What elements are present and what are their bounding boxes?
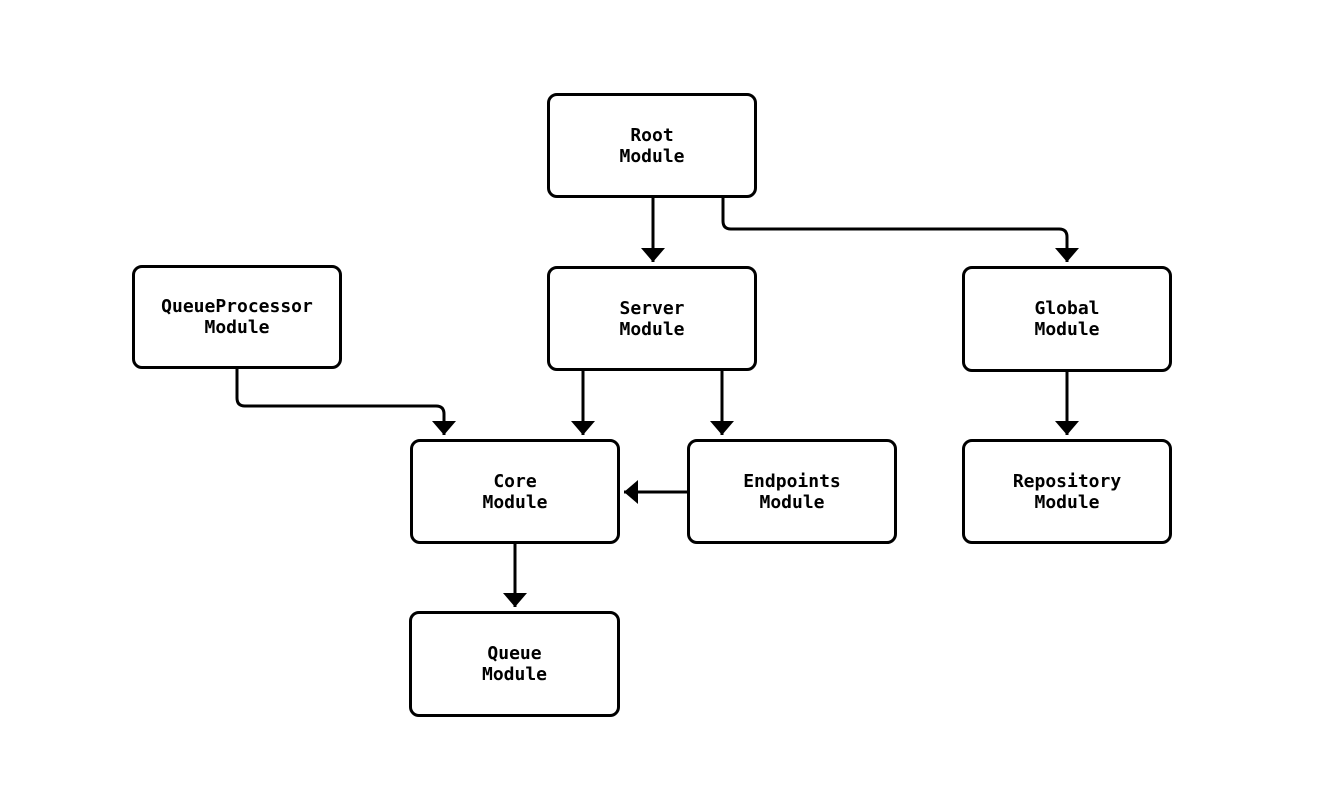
node-label-line1: Server: [619, 297, 685, 319]
edge-queueprocessor-to-core: [235, 369, 456, 435]
node-label-line2: Module: [1034, 491, 1100, 513]
node-label-line1: Global: [1034, 298, 1100, 319]
node-label-line2: Module: [481, 664, 548, 685]
node-label-line1: Queue: [487, 643, 542, 664]
node-label-line1: Endpoints: [743, 470, 841, 492]
edge-root-to-global: [721, 198, 1079, 262]
node-label-line1: QueueProcessor: [161, 296, 313, 317]
node-label-line1: Core: [493, 470, 537, 492]
node-label-line2: Module: [204, 317, 270, 338]
node-core-module: Core Module: [410, 439, 620, 544]
node-label-line2: Module: [482, 491, 548, 513]
node-label-line1: Repository: [1012, 470, 1122, 492]
node-endpoints-module: Endpoints Module: [687, 439, 897, 544]
node-queue-module: Queue Module: [409, 611, 620, 717]
node-repository-module: Repository Module: [962, 439, 1172, 544]
node-label-line2: Module: [1034, 319, 1100, 340]
node-label-line2: Module: [619, 145, 685, 167]
node-label-line2: Module: [619, 318, 685, 340]
node-label-line1: Root: [630, 124, 674, 146]
node-global-module: Global Module: [962, 266, 1172, 372]
node-label-line2: Module: [759, 491, 825, 513]
node-root-module: Root Module: [547, 93, 757, 198]
node-server-module: Server Module: [547, 266, 757, 371]
node-queueprocessor-module: QueueProcessor Module: [132, 265, 342, 369]
